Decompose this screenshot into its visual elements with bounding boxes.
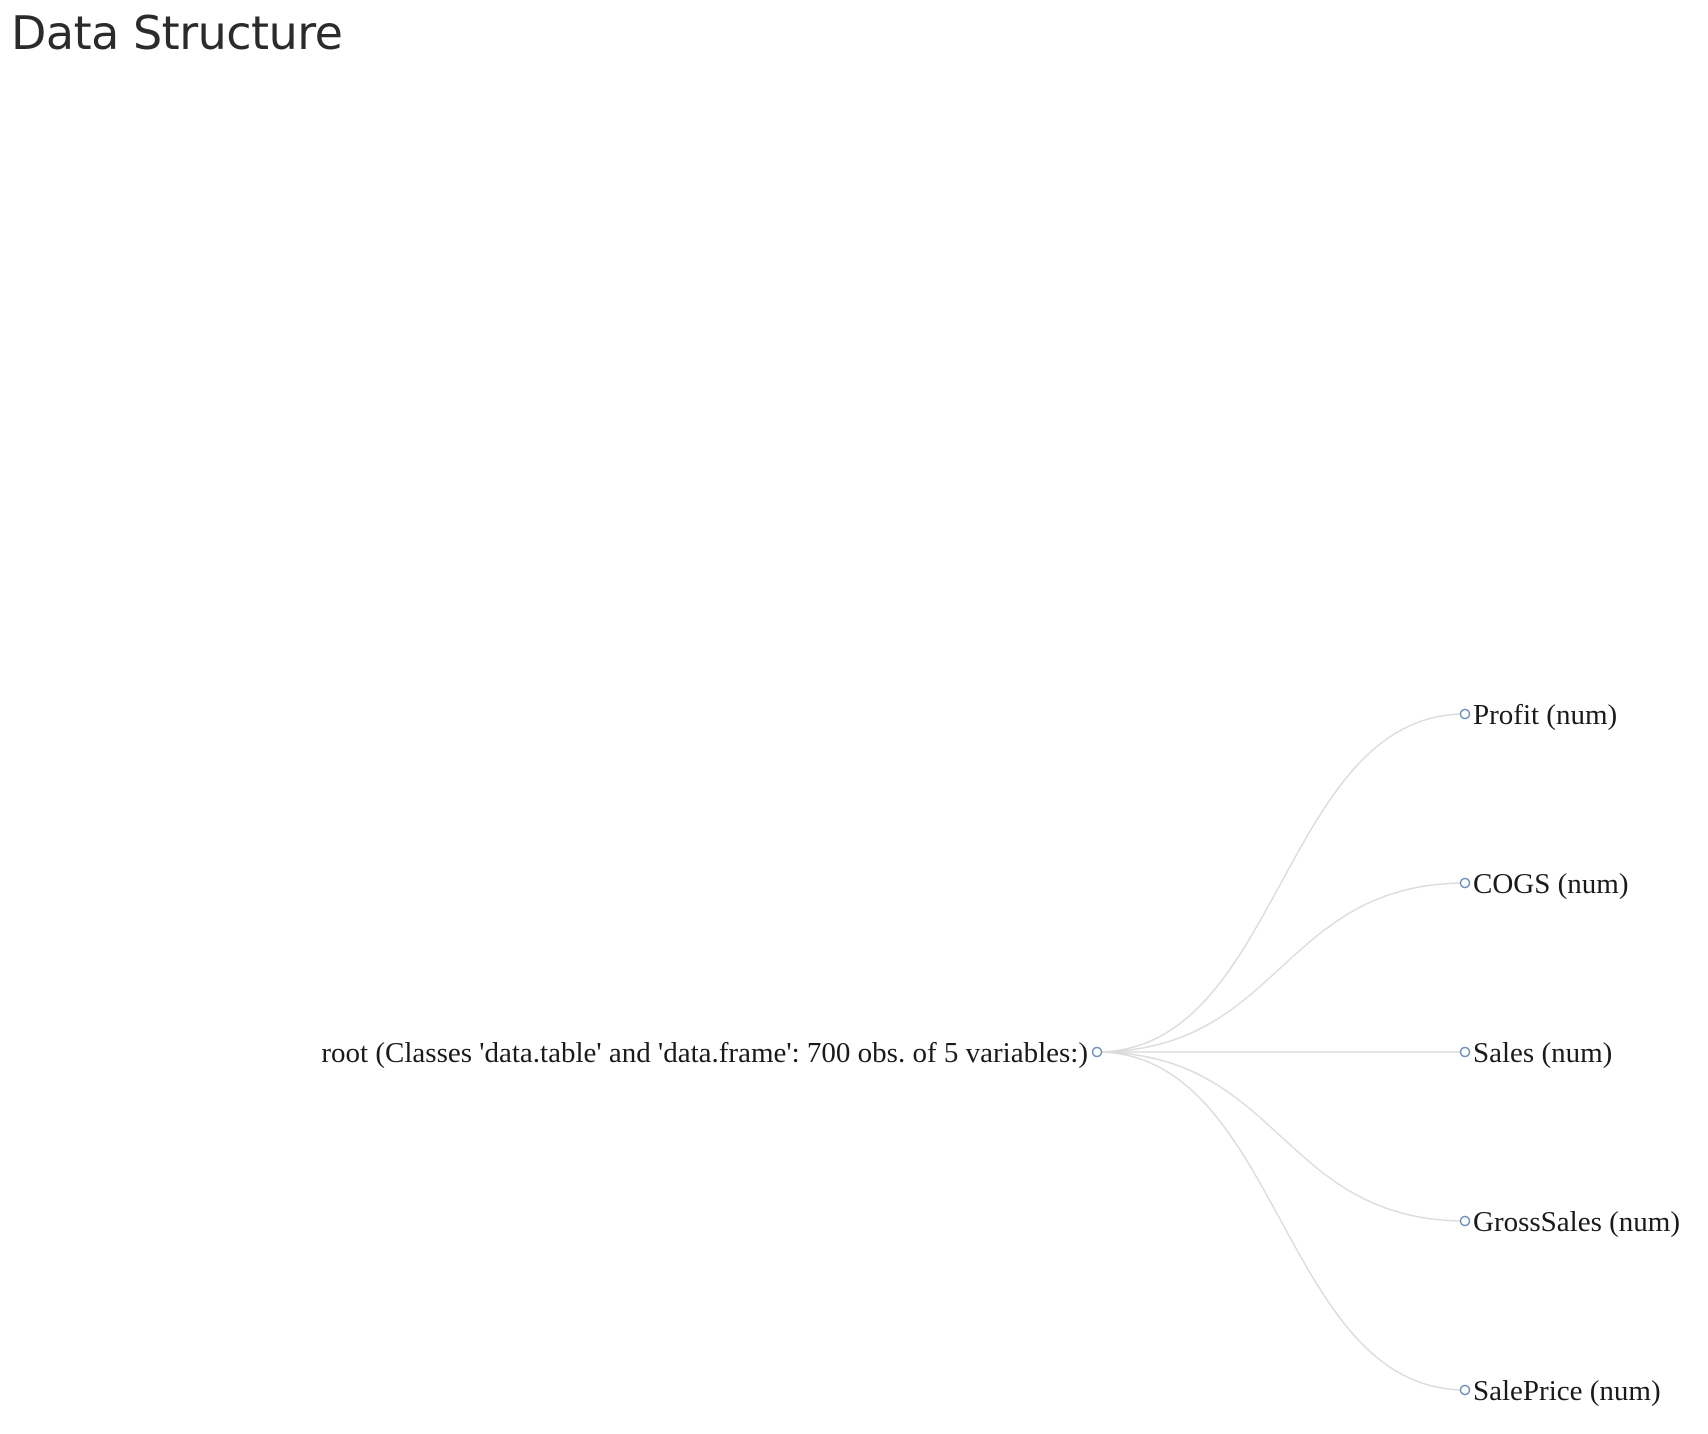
child-node-label: SalePrice (num) bbox=[1473, 1375, 1661, 1407]
child-node-label: Sales (num) bbox=[1473, 1037, 1612, 1069]
child-node[interactable]: Sales (num) bbox=[1459, 1037, 1613, 1069]
tree-link bbox=[1096, 713, 1466, 1053]
child-node[interactable]: GrossSales (num) bbox=[1459, 1206, 1681, 1238]
child-node[interactable]: COGS (num) bbox=[1459, 868, 1629, 900]
child-node-label: GrossSales (num) bbox=[1473, 1206, 1680, 1238]
root-node-circle[interactable] bbox=[1091, 1046, 1103, 1058]
child-node-label: COGS (num) bbox=[1473, 868, 1628, 900]
child-node-circle[interactable] bbox=[1459, 1046, 1471, 1058]
child-node-label: Profit (num) bbox=[1473, 699, 1617, 731]
root-node[interactable]: root (Classes 'data.table' and 'data.fra… bbox=[321, 1037, 1103, 1069]
child-node[interactable]: Profit (num) bbox=[1459, 699, 1618, 731]
child-node-circle[interactable] bbox=[1459, 877, 1471, 889]
child-node-circle[interactable] bbox=[1459, 708, 1471, 720]
tree-link bbox=[1096, 1051, 1466, 1391]
tree-links bbox=[1096, 713, 1466, 1391]
tree-link bbox=[1096, 882, 1466, 1053]
child-node-circle[interactable] bbox=[1459, 1215, 1471, 1227]
page-title: Data Structure bbox=[11, 6, 343, 60]
tree-link bbox=[1096, 1051, 1466, 1222]
child-node-circle[interactable] bbox=[1459, 1384, 1471, 1396]
child-node[interactable]: SalePrice (num) bbox=[1459, 1375, 1661, 1407]
root-node-label: root (Classes 'data.table' and 'data.fra… bbox=[321, 1037, 1088, 1069]
